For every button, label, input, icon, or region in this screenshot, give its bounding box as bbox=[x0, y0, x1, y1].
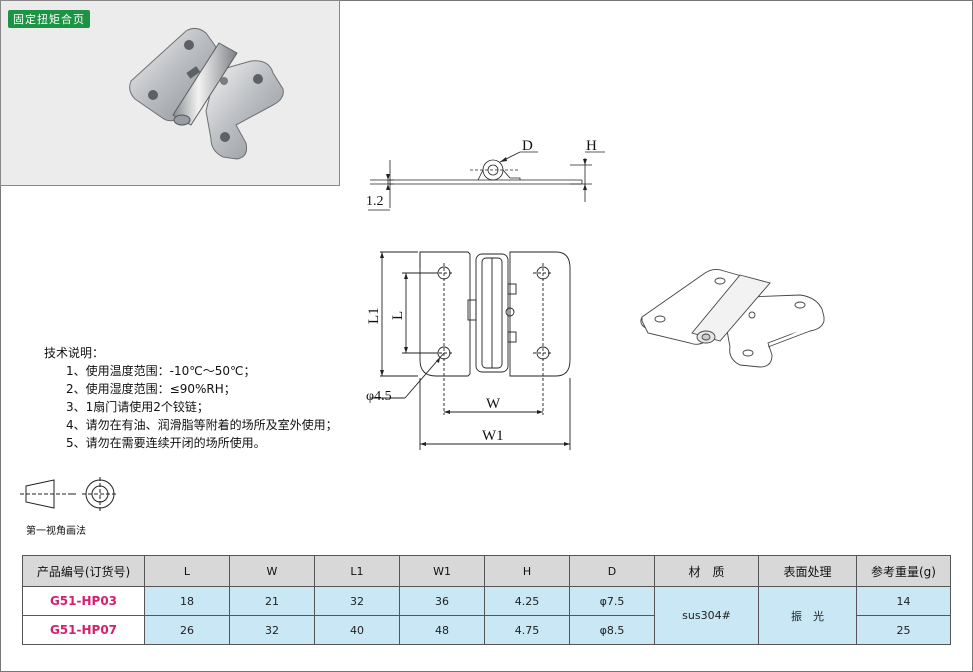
table-header-row: 产品编号(订货号) L W L1 W1 H D 材 质 表面处理 参考重量(g) bbox=[22, 555, 951, 587]
label-w1: W1 bbox=[482, 428, 504, 444]
product-photo-panel: 固定扭矩合页 bbox=[0, 0, 340, 186]
first-angle-projection-icon bbox=[20, 477, 118, 512]
label-d: D bbox=[522, 138, 533, 154]
side-view-drawing: D H 1.2 bbox=[366, 138, 605, 211]
label-hole: φ4.5 bbox=[366, 389, 392, 404]
table-cell: 18 bbox=[144, 586, 230, 616]
table-cell: 14 bbox=[856, 586, 951, 616]
table-row: G51-HP03 18 21 32 36 4.25 φ7.5 sus304# 振… bbox=[22, 586, 951, 645]
label-w: W bbox=[486, 396, 501, 412]
header-cell: 产品编号(订货号) bbox=[22, 555, 145, 587]
header-cell: D bbox=[569, 555, 655, 587]
table-cell: 4.25 bbox=[484, 586, 570, 616]
header-cell: L1 bbox=[314, 555, 400, 587]
table-cell: φ8.5 bbox=[569, 615, 655, 645]
header-cell: 表面处理 bbox=[758, 555, 857, 587]
product-photo-image bbox=[129, 27, 284, 160]
label-l1: L1 bbox=[366, 307, 382, 324]
note-item: 4、请勿在有油、润滑脂等附着的场所及室外使用； bbox=[66, 418, 338, 432]
projection-label: 第一视角画法 bbox=[26, 526, 86, 537]
material-cell: sus304# bbox=[654, 586, 759, 645]
isometric-drawing bbox=[640, 268, 825, 368]
note-item: 2、使用湿度范围：≤90%RH； bbox=[66, 382, 236, 396]
technical-notes: 技术说明： 1、使用温度范围：-10℃～50℃； 2、使用湿度范围：≤90%RH… bbox=[44, 344, 338, 452]
table-row: G51-HP07 26 32 40 48 4.75 φ8.5 25 bbox=[22, 615, 951, 645]
notes-heading: 技术说明： bbox=[44, 346, 105, 360]
model-cell: G51-HP03 bbox=[22, 586, 145, 616]
note-item: 5、请勿在需要连续开闭的场所使用。 bbox=[66, 436, 266, 450]
table-cell: 36 bbox=[399, 586, 485, 616]
model-cell: G51-HP07 bbox=[22, 615, 145, 645]
header-cell: 材 质 bbox=[654, 555, 759, 587]
table-cell: 40 bbox=[314, 615, 400, 645]
table-cell: 4.75 bbox=[484, 615, 570, 645]
header-cell: L bbox=[144, 555, 230, 587]
table-cell: 21 bbox=[229, 586, 315, 616]
table-cell: 32 bbox=[314, 586, 400, 616]
header-cell: 参考重量(g) bbox=[856, 555, 951, 587]
header-cell: H bbox=[484, 555, 570, 587]
front-view-drawing: L1 L W W1 φ4.5 bbox=[366, 251, 571, 450]
label-h: H bbox=[586, 138, 597, 154]
header-cell: W bbox=[229, 555, 315, 587]
header-cell: W1 bbox=[399, 555, 485, 587]
spec-table: 产品编号(订货号) L W L1 W1 H D 材 质 表面处理 参考重量(g)… bbox=[22, 555, 951, 645]
table-cell: 25 bbox=[856, 615, 951, 645]
photo-title: 固定扭矩合页 bbox=[8, 10, 90, 28]
finish-cell: 振 光 bbox=[758, 586, 857, 645]
note-item: 1、使用温度范围：-10℃～50℃； bbox=[66, 364, 256, 378]
label-l: L bbox=[390, 311, 406, 320]
table-cell: 48 bbox=[399, 615, 485, 645]
table-cell: 32 bbox=[229, 615, 315, 645]
note-item: 3、1扇门请使用2个铰链； bbox=[66, 400, 209, 414]
table-cell: φ7.5 bbox=[569, 586, 655, 616]
table-cell: 26 bbox=[144, 615, 230, 645]
label-thickness: 1.2 bbox=[366, 194, 384, 209]
